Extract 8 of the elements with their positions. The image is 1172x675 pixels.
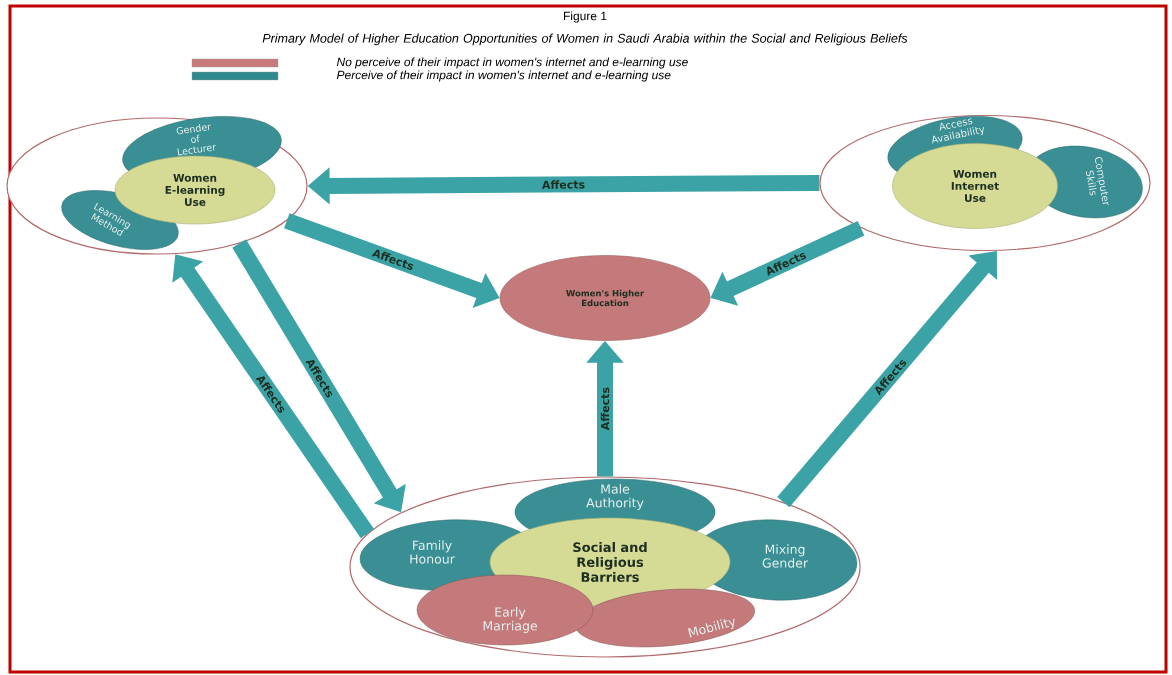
- figure-title: Figure 1: [564, 11, 607, 23]
- block-arrow: [172, 254, 374, 539]
- edge-label: Affects: [599, 386, 611, 432]
- legend-text: Perceive of their impact in women's internet and e-learning use: [336, 70, 671, 82]
- edge-label: Affects: [540, 179, 587, 190]
- legend-text: No perceive of their impact in women's internet and e-learning use: [336, 57, 688, 69]
- block-arrow: [777, 251, 997, 508]
- caption: Primary Model of Higher Education Opportunities of Women in Saudi Arabia within the Social and Religious Beliefs: [262, 33, 908, 46]
